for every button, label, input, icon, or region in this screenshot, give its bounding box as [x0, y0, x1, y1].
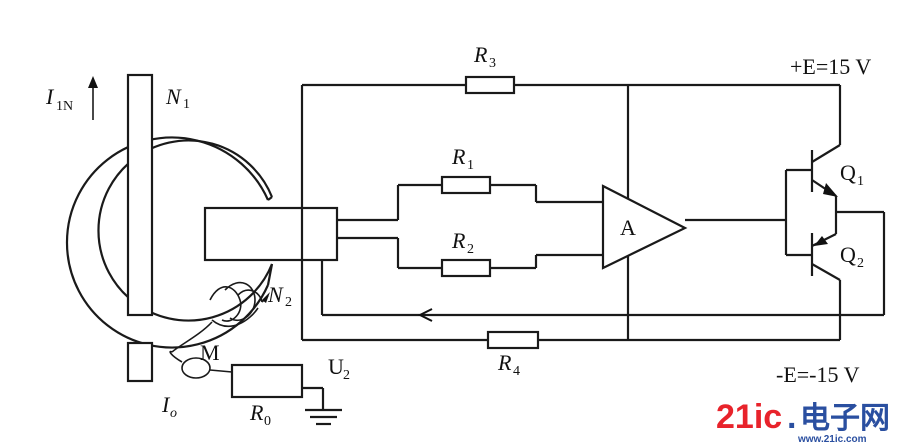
svg-text:o: o — [170, 406, 177, 421]
svg-text:N: N — [267, 282, 284, 307]
meter-m — [169, 321, 233, 379]
svg-text:N: N — [165, 84, 182, 109]
svg-text:U: U — [328, 354, 344, 379]
svg-text:.: . — [787, 398, 796, 436]
hall-sensor-box — [203, 206, 339, 262]
svg-text:R: R — [249, 400, 264, 425]
input-network — [337, 183, 603, 270]
label-n2: N 2 — [267, 282, 292, 310]
feedback-wiring — [300, 83, 886, 342]
svg-text:2: 2 — [343, 368, 350, 383]
svg-text:Q: Q — [840, 242, 856, 267]
resistor-r0 — [230, 363, 304, 399]
svg-text:R: R — [473, 42, 488, 67]
svg-text:4: 4 — [513, 364, 520, 379]
transistor-pair — [784, 85, 842, 340]
svg-text:电子网: 电子网 — [800, 402, 890, 435]
svg-text:I: I — [161, 392, 171, 417]
svg-text:2: 2 — [857, 256, 864, 271]
resistor-r1 — [440, 175, 492, 195]
label-u2: U 2 — [328, 354, 350, 383]
label-i-in: I 1N — [45, 84, 73, 114]
primary-conductor — [126, 73, 154, 317]
svg-text:R: R — [451, 228, 466, 253]
label-r0: R 0 — [249, 400, 271, 429]
label-r2: R 2 — [451, 228, 474, 257]
svg-text:I: I — [45, 84, 55, 109]
svg-text:2: 2 — [467, 242, 474, 257]
svg-text:3: 3 — [489, 56, 496, 71]
magnetic-core — [65, 136, 274, 349]
label-r4: R 4 — [497, 350, 520, 379]
ground-symbol — [302, 386, 342, 426]
label-neg-supply: -E=-15 V — [776, 362, 860, 387]
resistor-r4 — [486, 330, 540, 350]
label-pos-supply: +E=15 V — [790, 54, 871, 79]
svg-text:1: 1 — [183, 97, 190, 112]
resistor-r2 — [440, 258, 492, 278]
svg-text:Q: Q — [840, 160, 856, 185]
label-r1: R 1 — [451, 144, 474, 173]
secondary-winding — [209, 281, 270, 327]
svg-text:1N: 1N — [56, 99, 73, 114]
label-m: M — [200, 340, 220, 365]
site-watermark: 21ic . 电子网 www.21ic.com — [716, 398, 890, 444]
input-current-arrow — [88, 76, 98, 120]
primary-conductor-lower — [126, 341, 154, 383]
label-r3: R 3 — [473, 42, 496, 71]
svg-text:0: 0 — [264, 414, 271, 429]
label-q1: Q 1 — [840, 160, 864, 189]
svg-text:R: R — [497, 350, 512, 375]
label-i-o: I o — [161, 392, 177, 421]
label-amp: A — [620, 215, 636, 240]
resistor-r3 — [464, 75, 516, 95]
svg-text:1: 1 — [857, 174, 864, 189]
svg-text:R: R — [451, 144, 466, 169]
label-q2: Q 2 — [840, 242, 864, 271]
svg-text:1: 1 — [467, 158, 474, 173]
svg-text:21ic: 21ic — [716, 398, 782, 436]
label-n1: N 1 — [165, 84, 190, 112]
amplifier-a — [601, 184, 688, 270]
svg-text:2: 2 — [285, 295, 292, 310]
svg-text:www.21ic.com: www.21ic.com — [797, 434, 867, 444]
